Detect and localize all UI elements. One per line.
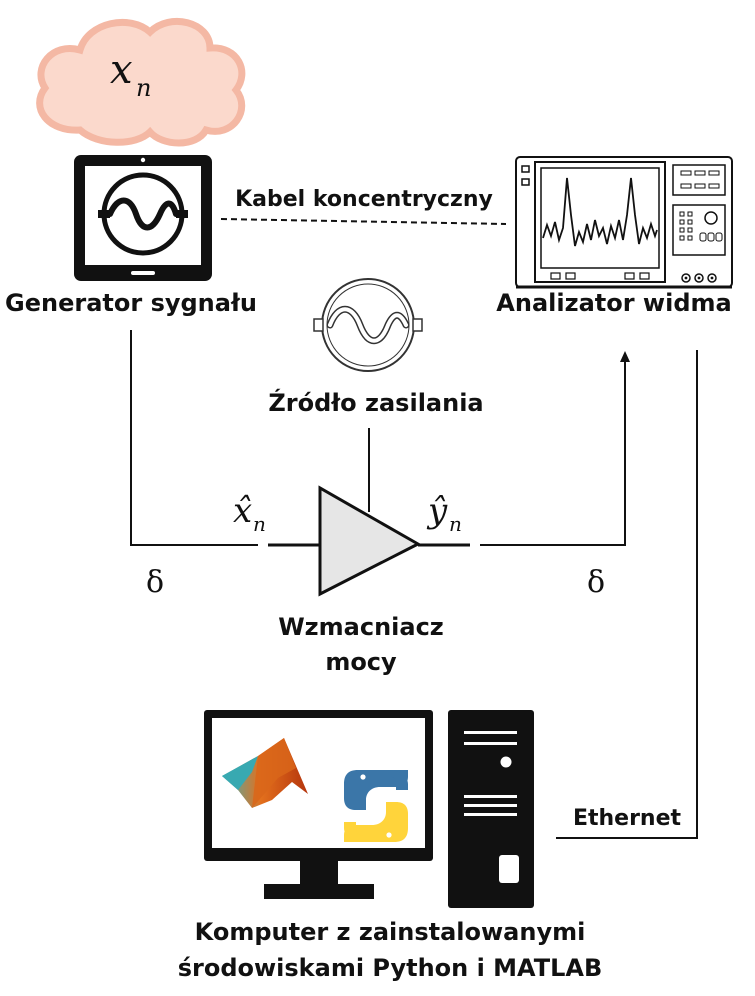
computer-label-line1: Komputer z zainstalowanymi bbox=[195, 918, 586, 946]
ethernet-line bbox=[556, 350, 698, 839]
amplifier-label-line1: Wzmacniacz bbox=[278, 613, 444, 641]
power-source-label: Źródło zasilania bbox=[268, 388, 483, 417]
amplifier-icon bbox=[318, 485, 422, 597]
generator-output-line bbox=[130, 330, 258, 546]
ethernet-label: Ethernet bbox=[573, 806, 682, 831]
coax-cable-line bbox=[220, 218, 507, 225]
power-source-icon bbox=[313, 278, 423, 372]
analyzer-input-line bbox=[480, 360, 626, 546]
arrow-head-icon bbox=[620, 351, 630, 362]
delta-left: δ bbox=[146, 565, 164, 600]
spectrum-analyzer-icon bbox=[515, 156, 733, 289]
output-signal-subscript: n bbox=[449, 512, 462, 536]
pc-tower-icon bbox=[448, 710, 534, 908]
cable-label: Kabel koncentryczny bbox=[235, 187, 493, 212]
matlab-logo-icon bbox=[222, 738, 308, 808]
generator-label: Generator sygnału bbox=[5, 289, 257, 317]
computer-label-line2: środowiskami Python i MATLAB bbox=[178, 954, 603, 982]
output-signal-symbol: ŷ bbox=[426, 491, 448, 531]
amplifier-label-line2: mocy bbox=[325, 648, 397, 676]
cloud-icon: x n bbox=[36, 18, 246, 147]
cloud-symbol: x bbox=[110, 47, 133, 93]
delta-right: δ bbox=[587, 565, 605, 600]
python-logo-icon bbox=[344, 770, 408, 842]
input-signal-subscript: n bbox=[253, 512, 266, 536]
cloud-subscript: n bbox=[136, 74, 151, 102]
input-signal-symbol: x̂ bbox=[233, 491, 252, 531]
signal-generator-icon bbox=[74, 155, 212, 281]
analyzer-label: Analizator widma bbox=[496, 289, 731, 317]
